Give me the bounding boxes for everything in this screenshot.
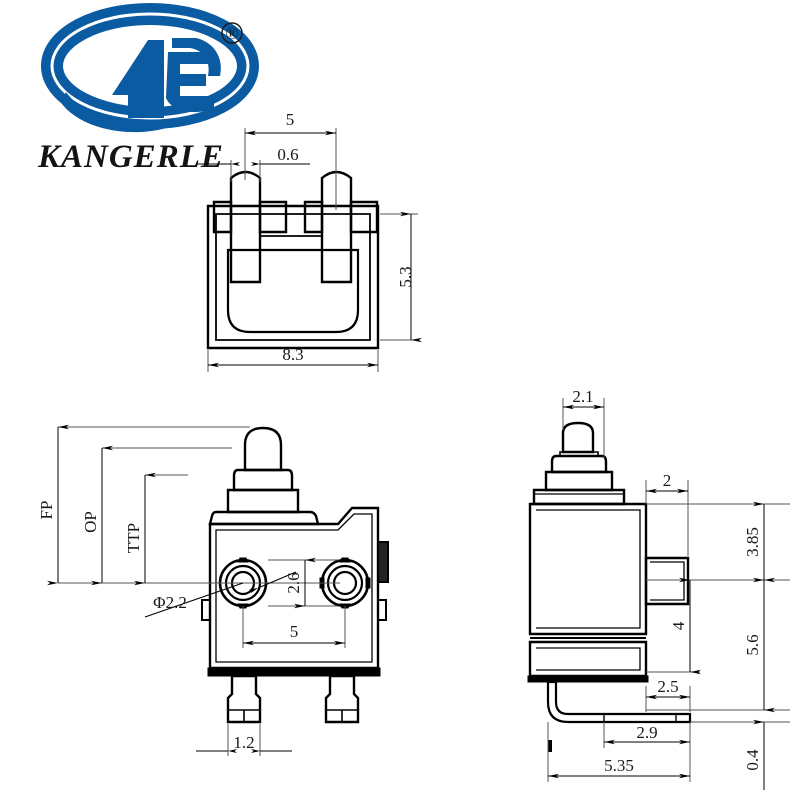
dim-top-body-height: 5.3 — [396, 266, 415, 287]
registered-mark-circle — [221, 22, 243, 44]
dim-side-tab-offset: 2 — [663, 471, 672, 490]
dim-front-hole-vertical: 2.6 — [284, 572, 303, 593]
front-view-dimensions — [47, 424, 346, 756]
dim-top-body-width: 8.3 — [282, 345, 303, 364]
dim-front-ttp: TTP — [124, 523, 143, 553]
dim-side-plunger-width: 2.1 — [572, 387, 593, 406]
dim-front-hole-diameter: Φ2.2 — [153, 593, 187, 612]
top-view-dimensions — [196, 128, 422, 372]
dim-side-lead-thickness: 0.4 — [743, 749, 762, 771]
dim-side-lead-total: 5.35 — [604, 756, 634, 775]
dim-front-terminal-width: 1.2 — [233, 733, 254, 752]
dim-side-tab-height: 4 — [669, 621, 688, 630]
side-view-dimensions — [547, 398, 790, 790]
dim-side-upper-height: 3.85 — [743, 527, 762, 557]
dim-top-pin-pitch: 5 — [286, 110, 295, 129]
dim-top-pin-width: 0.6 — [277, 145, 298, 164]
dim-front-hole-pitch: 5 — [290, 622, 299, 641]
dim-side-lower-height: 5.6 — [743, 634, 762, 655]
dim-side-lead-mid: 2.9 — [636, 723, 657, 742]
top-view-geometry — [206, 170, 380, 350]
dim-front-fp: FP — [37, 501, 56, 520]
brand-wordmark: KANGERLE — [37, 139, 224, 175]
dim-front-op: OP — [81, 511, 100, 533]
registered-mark-glyph: ® — [226, 24, 239, 43]
kangerle-oval-logo: ® — [41, 3, 259, 133]
dim-side-lead-inner: 2.5 — [657, 677, 678, 696]
